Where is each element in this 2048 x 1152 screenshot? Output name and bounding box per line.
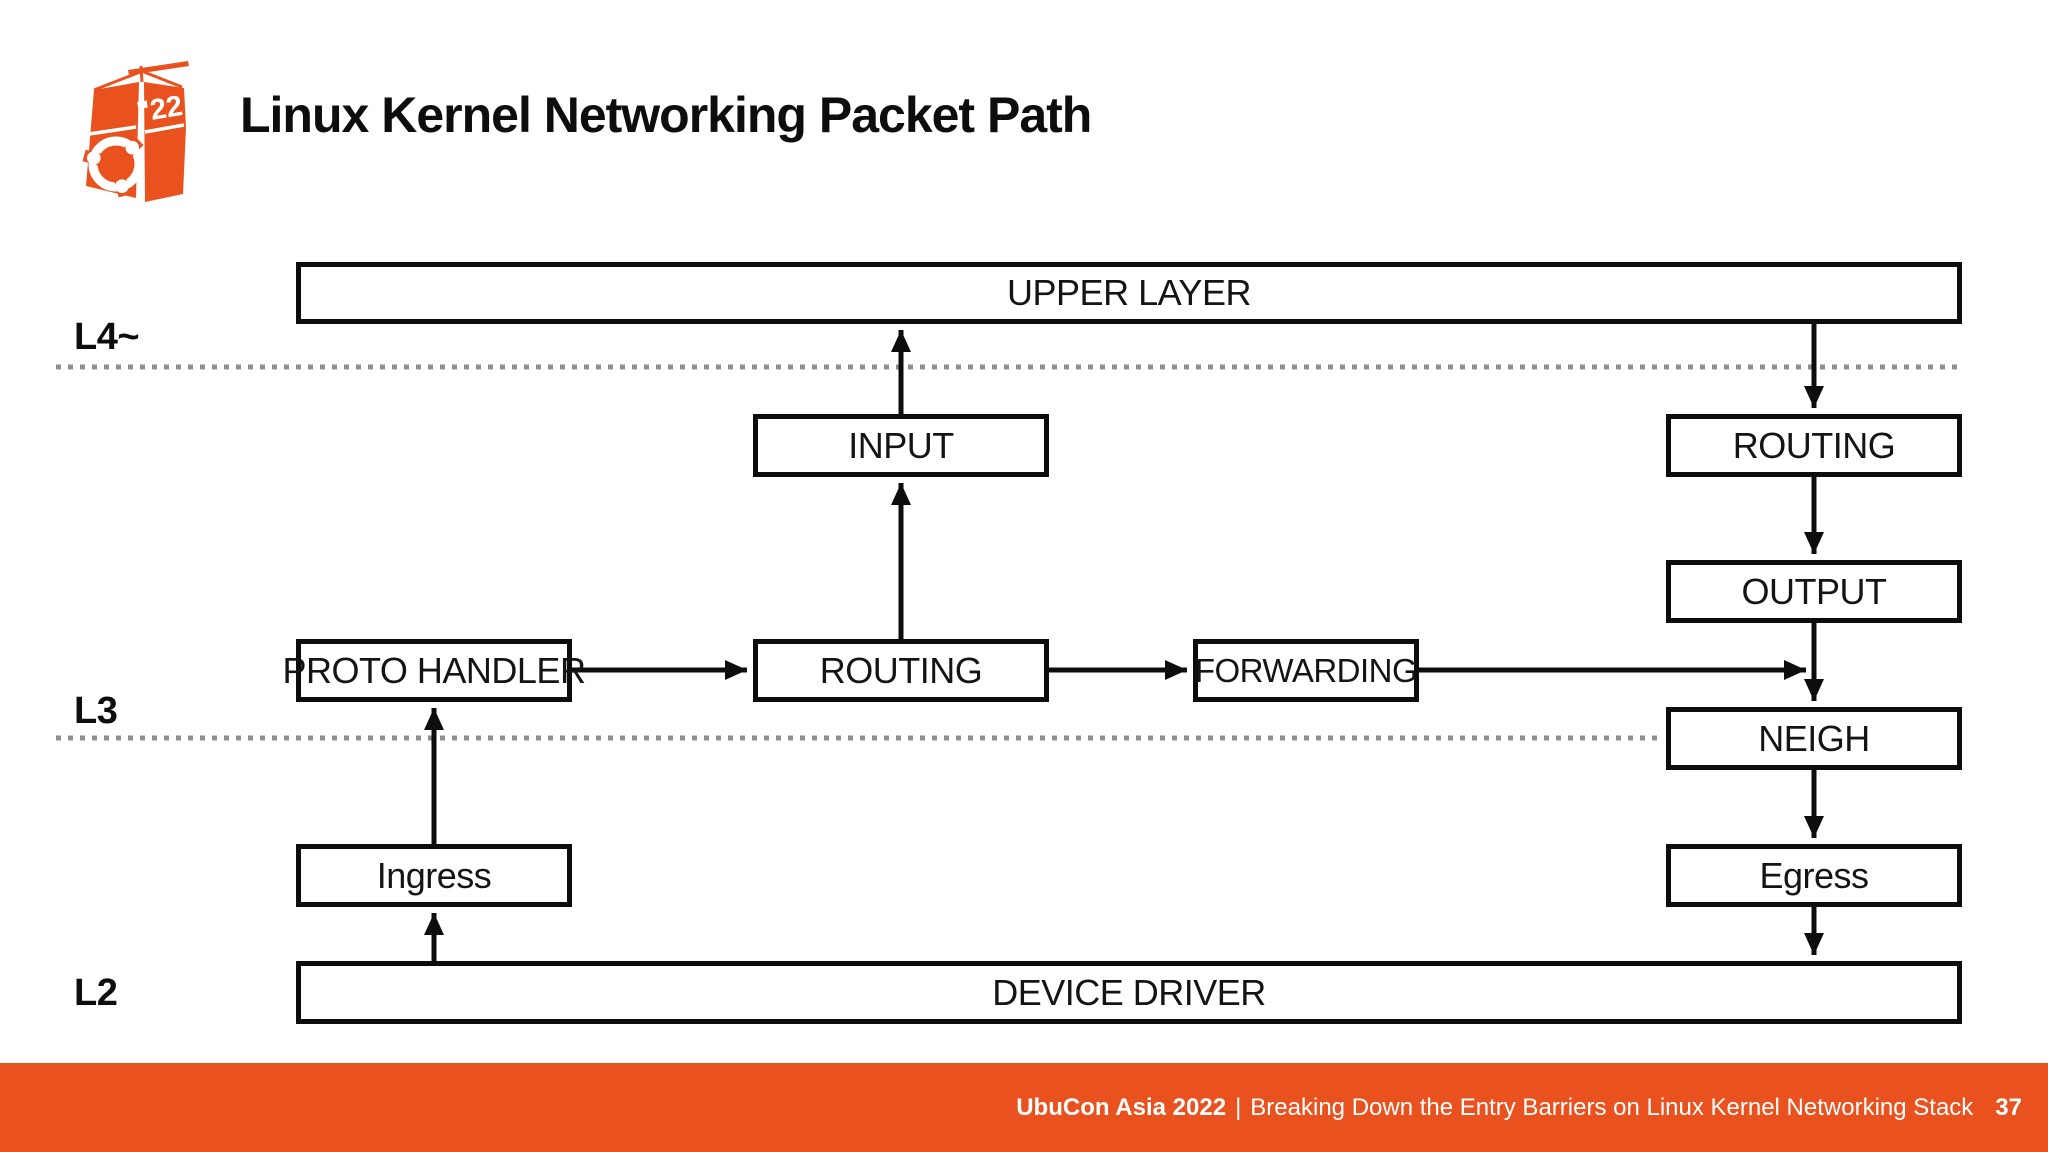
box-input: INPUT [753,414,1049,477]
ubucon-asia-2022-logo: "22 [82,61,189,202]
footer-bar: UbuCon Asia 2022 | Breaking Down the Ent… [0,1063,2048,1152]
box-egress: Egress [1666,844,1962,907]
circle-of-friends-icon [82,136,144,198]
layer-label-l4: L4~ [74,316,140,358]
box-ingress: Ingress [296,844,572,907]
logo-year-text: "22 [134,90,184,129]
box-routing-middle: ROUTING [753,639,1049,702]
layer-label-l2: L2 [74,972,118,1014]
box-proto-handler: PROTO HANDLER [283,639,586,702]
footer-subtitle: Breaking Down the Entry Barriers on Linu… [1250,1093,1974,1121]
footer-event-name: UbuCon Asia 2022 [1016,1093,1227,1121]
page-title: Linux Kernel Networking Packet Path [240,87,1092,143]
box-output: OUTPUT [1666,560,1962,623]
box-neigh: NEIGH [1666,707,1962,770]
box-upper-layer: UPPER LAYER [296,262,1962,324]
box-forwarding: FORWARDING [1193,639,1419,702]
footer-separator: | [1235,1093,1242,1121]
box-device-driver: DEVICE DRIVER [296,961,1962,1024]
footer-page-number: 37 [1995,1093,2022,1121]
layer-label-l3: L3 [74,690,118,732]
box-routing-top-right: ROUTING [1666,414,1962,477]
